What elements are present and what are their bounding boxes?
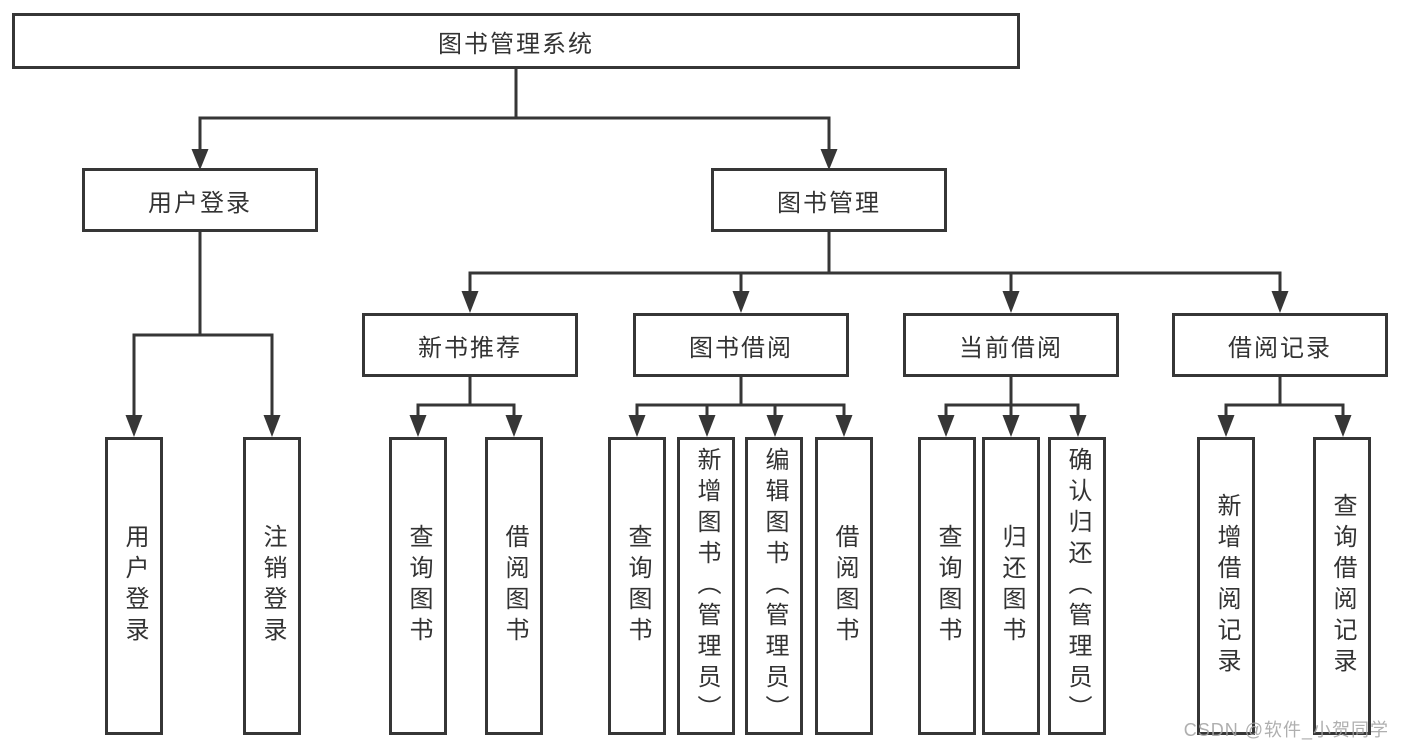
leaf-query-borrow-record: 查询借阅记录	[1313, 437, 1371, 735]
node-label: 图书借阅	[689, 334, 793, 362]
node-label: 借阅记录	[1228, 334, 1332, 362]
node-label: 图书管理	[777, 189, 881, 217]
node-new-book-recommendation: 新书推荐	[362, 313, 578, 377]
leaf-borrow-books-borrowing: 借阅图书	[815, 437, 873, 735]
leaf-add-books-admin: 新增图书（管理员）	[677, 437, 735, 735]
node-label: 用户登录	[121, 524, 148, 648]
node-book-management-system: 图书管理系统	[12, 13, 1020, 69]
node-label: 查询图书	[624, 524, 651, 648]
node-label: 查询借阅记录	[1329, 493, 1356, 679]
leaf-confirm-return-admin: 确认归还（管理员）	[1048, 437, 1106, 735]
leaf-add-borrow-record: 新增借阅记录	[1197, 437, 1255, 735]
node-borrowing-records: 借阅记录	[1172, 313, 1388, 377]
node-label: 注销登录	[259, 524, 286, 648]
node-label: 用户登录	[148, 189, 252, 217]
node-label: 借阅图书	[831, 524, 858, 648]
node-user-login: 用户登录	[82, 168, 318, 232]
leaf-return-books: 归还图书	[982, 437, 1040, 735]
node-book-borrowing: 图书借阅	[633, 313, 849, 377]
leaf-query-books-borrowing: 查询图书	[608, 437, 666, 735]
node-label: 查询图书	[405, 524, 432, 648]
leaf-user-login: 用户登录	[105, 437, 163, 735]
leaf-borrow-books-recommend: 借阅图书	[485, 437, 543, 735]
leaf-edit-books-admin: 编辑图书（管理员）	[745, 437, 803, 735]
csdn-watermark: CSDN @软件_小贺同学	[1183, 720, 1389, 740]
node-label: 当前借阅	[959, 334, 1063, 362]
arrowheads	[125, 149, 1352, 437]
node-current-borrowing: 当前借阅	[903, 313, 1119, 377]
node-label: 新增借阅记录	[1213, 493, 1240, 679]
node-label: 新增图书（管理员）	[693, 446, 720, 726]
node-label: 新书推荐	[418, 334, 522, 362]
node-label: 归还图书	[998, 524, 1025, 648]
leaf-query-books-recommend: 查询图书	[389, 437, 447, 735]
leaf-logout: 注销登录	[243, 437, 301, 735]
node-label: 借阅图书	[501, 524, 528, 648]
node-label: 查询图书	[934, 524, 961, 648]
node-label: 编辑图书（管理员）	[761, 446, 788, 726]
node-label: 图书管理系统	[438, 30, 594, 58]
leaf-query-books-current: 查询图书	[918, 437, 976, 735]
node-book-management: 图书管理	[711, 168, 947, 232]
node-label: 确认归还（管理员）	[1064, 446, 1091, 726]
